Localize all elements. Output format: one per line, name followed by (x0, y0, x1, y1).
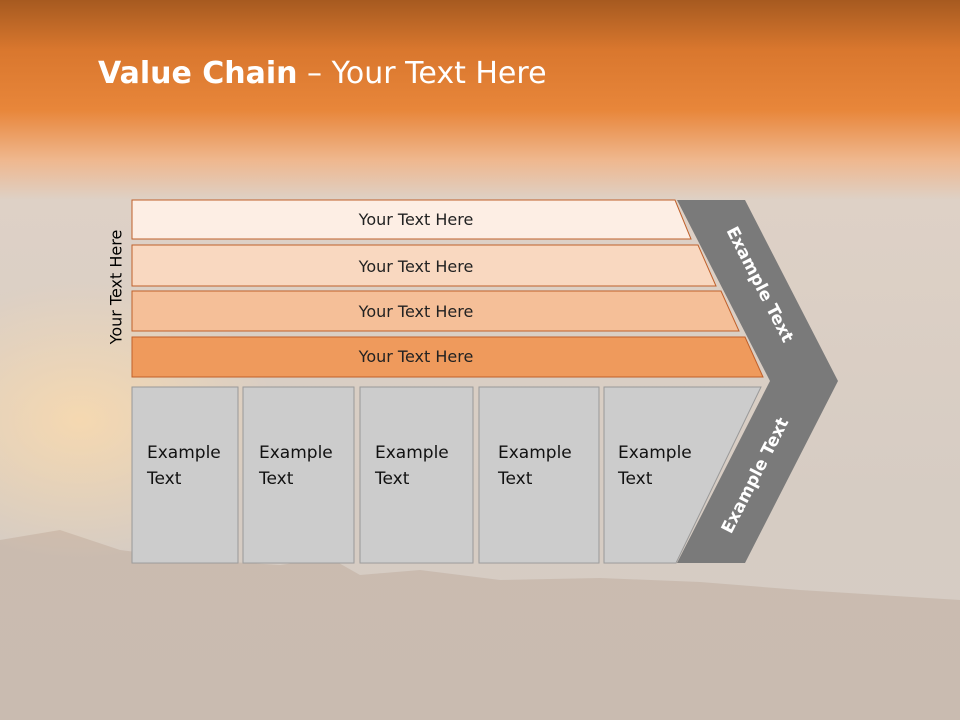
bar-1-shape (131, 199, 692, 240)
bar-3[interactable]: Your Text Here (131, 290, 740, 332)
box-3-line2: Text (374, 469, 410, 489)
bar-1-label: Your Text Here (358, 210, 474, 229)
box-2[interactable]: Example Text (242, 386, 355, 564)
box-2-line2: Text (258, 469, 294, 489)
bar-1[interactable]: Your Text Here (131, 199, 692, 240)
bar-4-label: Your Text Here (358, 347, 474, 366)
box-3-line1: Example (375, 443, 449, 463)
bar-3-label: Your Text Here (358, 302, 474, 321)
box-2-shape (242, 386, 355, 564)
box-4-line1: Example (498, 443, 572, 463)
bar-2[interactable]: Your Text Here (131, 244, 717, 287)
box-3-shape (359, 386, 474, 564)
box-1[interactable]: Example Text (131, 386, 239, 564)
chevron-shape (677, 200, 838, 563)
page-title: Value Chain – Your Text Here (98, 56, 547, 91)
box-2-line1: Example (259, 443, 333, 463)
bar-2-label: Your Text Here (358, 257, 474, 276)
box-1-shape (131, 386, 239, 564)
bar-3-shape (131, 290, 740, 332)
title-bold: Value Chain (98, 56, 298, 91)
box-3[interactable]: Example Text (359, 386, 474, 564)
title-rest: – Your Text Here (297, 56, 547, 91)
bar-4[interactable]: Your Text Here (131, 336, 764, 378)
bar-4-shape (131, 336, 764, 378)
box-4-shape (478, 386, 600, 564)
box-4[interactable]: Example Text (478, 386, 600, 564)
box-4-line2: Text (497, 469, 533, 489)
box-1-line2: Text (146, 469, 182, 489)
bar-2-shape (131, 244, 717, 287)
box-5-line2: Text (617, 469, 653, 489)
box-5-line1: Example (618, 443, 692, 463)
box-1-line1: Example (147, 443, 221, 463)
box-5[interactable]: Example Text (603, 386, 762, 564)
